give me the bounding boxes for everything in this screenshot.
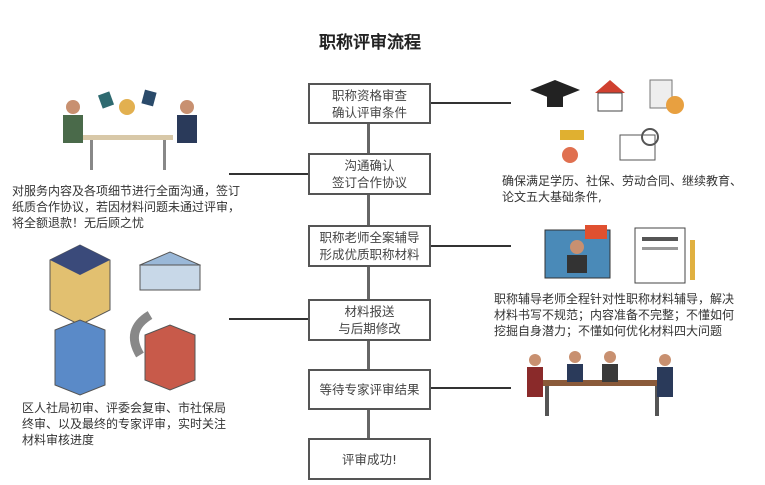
description-line: 将全额退款！无后顾之忧 [12,216,145,230]
step-text: 评审成功! [341,451,397,467]
step-box-4: 材料报送 与后期修改 [308,299,431,341]
description-line: 纸质合作协议，若因材料问题未通过评审， [12,200,241,214]
description-line: 职称辅导老师全程针对性职称材料辅导，解决 [494,292,735,306]
connector-step4 [229,318,309,320]
connector-step3 [431,245,511,247]
step-box-3: 职称老师全案辅导 形成优质职称材料 [308,225,431,267]
step-box-1: 职称资格审查 确认评审条件 [308,83,431,124]
description-line: 确保满足学历、社保、劳动合同、继续教育、 [502,174,743,188]
description-line: 材料审核进度 [22,433,95,447]
step-text: 形成优质职称材料 [319,247,420,262]
connector-vertical [367,124,370,440]
education-icons-illustration [530,79,684,163]
connector-step1 [431,102,511,104]
description-line: 对服务内容及各项细节进行全面沟通，签订 [12,184,241,198]
description-line: 挖掘自身潜力；不懂如何优化材料四大问题 [494,324,723,338]
step-text: 等待专家评审结果 [319,382,420,397]
step-box-2: 沟通确认 签订合作协议 [308,153,431,195]
step-text: 职称老师全案辅导 [319,230,420,245]
connector-step5 [431,387,511,389]
description-line: 材料书写不规范；内容准备不完整；不懂如何 [494,308,735,322]
description-step3: 职称辅导老师全程针对性职称材料辅导，解决 材料书写不规范；内容准备不完整；不懂如… [494,291,765,339]
description-step2: 对服务内容及各项细节进行全面沟通，签订 纸质合作协议，若因材料问题未通过评审， … [12,183,282,231]
step-text: 签订合作协议 [331,175,407,190]
step-text: 材料报送 [344,304,395,319]
step-text: 职称资格审查 [331,87,407,103]
description-step1: 确保满足学历、社保、劳动合同、继续教育、 论文五大基础条件, [502,173,765,205]
page-title: 职称评审流程 [319,33,421,53]
connector-step2 [229,173,309,175]
step-box-5: 等待专家评审结果 [308,369,431,410]
step-box-6: 评审成功! [308,438,431,480]
step-text: 确认评审条件 [331,104,407,120]
description-line: 论文五大基础条件, [502,190,602,204]
step-text: 沟通确认 [344,158,395,173]
tutoring-illustration [544,225,695,284]
description-step4: 区人社局初审、评委会复审、市社保局 终审、以及最终的专家评审，实时关注 材料审核… [22,400,262,448]
buildings-illustration [49,244,202,396]
handshake-meeting-illustration [63,89,197,170]
description-line: 区人社局初审、评委会复审、市社保局 [22,401,227,415]
step-text: 与后期修改 [338,321,401,336]
expert-review-illustration [527,351,673,416]
description-line: 终审、以及最终的专家评审，实时关注 [22,417,227,431]
